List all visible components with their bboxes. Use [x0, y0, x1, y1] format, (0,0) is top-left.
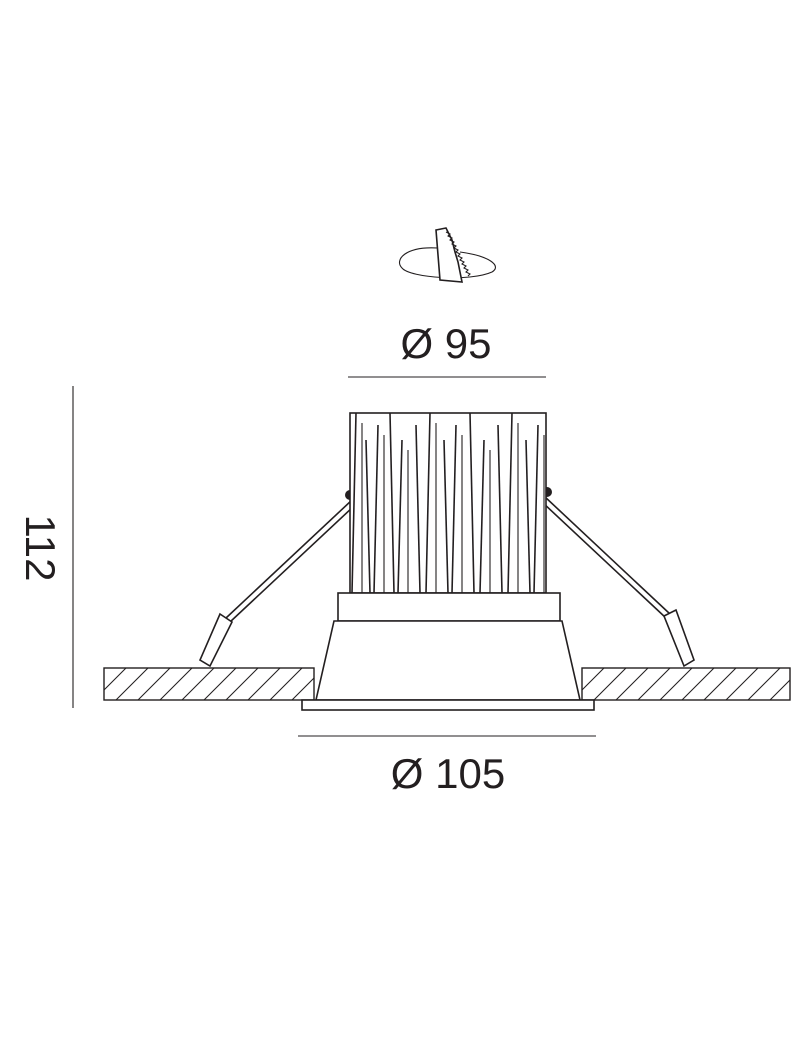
hatch-line: [137, 667, 171, 701]
heat-sink-fin: [451, 424, 457, 594]
heat-sink-fin: [469, 412, 475, 594]
hatch-line: [225, 667, 259, 701]
trim-flange: [301, 699, 595, 711]
hatch-line: [103, 667, 127, 691]
rotation-adjust-icon: [399, 227, 496, 283]
heat-sink-fin: [497, 424, 503, 594]
heat-sink-fin: [365, 439, 371, 594]
heat-sink-fin: [389, 412, 395, 594]
top-diameter-label: Ø 95: [400, 320, 491, 367]
heat-sink-fin: [533, 424, 539, 594]
reflector-body: [314, 620, 582, 701]
heat-sink-fin: [397, 439, 403, 594]
hatch-line: [159, 667, 193, 701]
heat-sink-fin: [525, 439, 531, 594]
hatch-line: [203, 667, 237, 701]
hatch-line: [181, 667, 215, 701]
hatch-line: [615, 667, 649, 701]
hatch-line: [115, 667, 149, 701]
heat-sink-fin: [351, 412, 357, 594]
hatch-line: [725, 667, 759, 701]
bottom-diameter-label: Ø 105: [391, 750, 505, 797]
hatch-line: [681, 667, 715, 701]
hatch-line: [291, 677, 315, 701]
heat-sink-fin: [443, 439, 449, 594]
ceiling-section-right: [581, 667, 791, 701]
ceiling-section-left: [103, 667, 315, 701]
hatch-line: [581, 667, 605, 691]
hatch-line: [747, 667, 781, 701]
hatch-line: [637, 667, 671, 701]
heat-sink-fin: [373, 424, 379, 594]
hatch-line: [769, 679, 791, 701]
hatch-line: [593, 667, 627, 701]
hatch-line: [703, 667, 737, 701]
heat-sink: [349, 412, 547, 594]
collar-ring: [337, 592, 561, 622]
heat-sink-fin: [425, 412, 431, 594]
height-label: 112: [17, 515, 64, 582]
hatch-line: [269, 667, 303, 701]
hatch-line: [247, 667, 281, 701]
hatch-line: [659, 667, 693, 701]
heat-sink-fin: [479, 439, 485, 594]
heat-sink-fin: [507, 412, 513, 594]
heat-sink-fin: [415, 424, 421, 594]
